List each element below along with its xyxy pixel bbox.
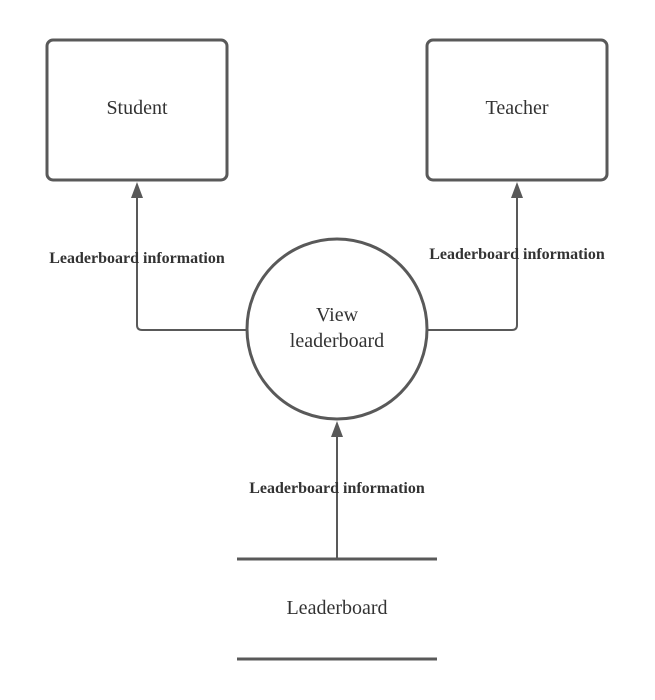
entity-teacher-box: [425, 38, 609, 182]
flow-to-teacher-arrowhead: [511, 182, 523, 198]
flow-to-student-arrowhead: [131, 182, 143, 198]
process-circle: [245, 237, 429, 421]
process-label-line2: leaderboard: [290, 330, 384, 352]
process-view-leaderboard[interactable]: View leaderboard: [245, 237, 429, 421]
process-label-line1: View: [316, 304, 359, 326]
flow-to-teacher-line: [427, 196, 518, 331]
entity-teacher[interactable]: Teacher: [425, 38, 609, 182]
entity-student-box: [45, 38, 229, 182]
flow-to-student-line: [136, 196, 247, 331]
datastore-leaderboard[interactable]: Leaderboard: [237, 557, 437, 661]
entity-teacher-label: Teacher: [486, 97, 549, 119]
flow-from-store-label: Leaderboard information: [249, 480, 425, 497]
flow-to-teacher: Leaderboard information: [427, 182, 605, 331]
flow-from-store-arrowhead: [331, 421, 343, 437]
entity-student[interactable]: Student: [45, 38, 229, 182]
flow-to-student: Leaderboard information: [49, 182, 247, 331]
entity-student-label: Student: [106, 97, 168, 119]
flow-from-store: Leaderboard information: [249, 421, 425, 559]
datastore-label: Leaderboard: [286, 597, 387, 619]
flow-to-teacher-label: Leaderboard information: [429, 246, 605, 263]
flow-to-student-label: Leaderboard information: [49, 250, 225, 267]
